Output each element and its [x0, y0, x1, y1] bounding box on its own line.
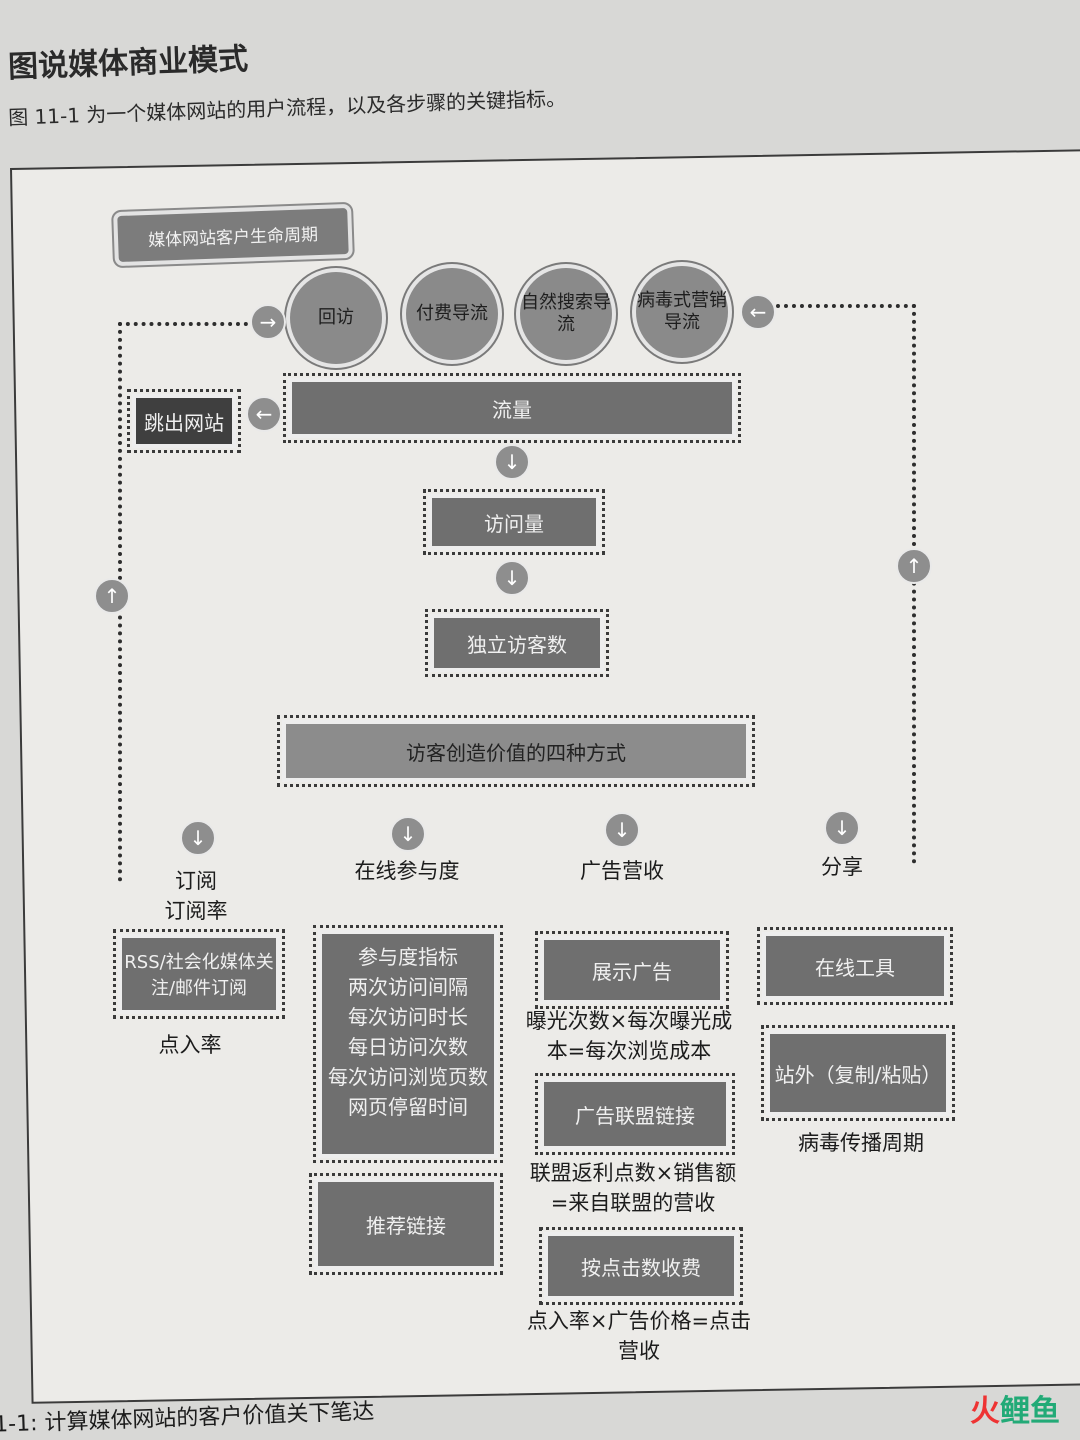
display-ads-box: 展示广告 [535, 931, 729, 1009]
branch-engagement: 在线参与度 [354, 859, 460, 883]
arrow-down-icon: ↓ [494, 444, 530, 480]
pay-per-click-box: 按点击数收费 [539, 1227, 743, 1305]
loop-line-right [912, 304, 916, 864]
source-paid-traffic: 付费导流 [406, 268, 498, 360]
loop-line-top-right [776, 304, 916, 308]
subscribe-rate-label: 订阅率 [164, 899, 228, 923]
lifecycle-header-tag: 媒体网站客户生命周期 [117, 208, 349, 262]
source-return-visit: 回访 [290, 272, 382, 364]
source-organic-search: 自然搜索导流 [520, 268, 612, 360]
affiliate-links-box: 广告联盟链接 [535, 1073, 735, 1155]
arrow-up-icon: ↑ [896, 548, 932, 584]
engagement-metric: 每次访问浏览页数 [328, 1065, 488, 1089]
page-title: 图说媒体商业模式 [7, 41, 249, 86]
branch-subscribe: 订阅 [175, 869, 217, 893]
engagement-metric: 每次访问时长 [348, 1005, 468, 1029]
affiliate-formula: 联盟返利点数×销售额=来自联盟的营收 [529, 1161, 737, 1215]
engagement-title: 参与度指标 [358, 945, 458, 969]
engagement-box: 参与度指标 两次访问间隔 每次访问时长 每日访问次数 每次访问浏览页数 网页停留… [313, 925, 503, 1163]
loop-line-top-left [118, 322, 248, 326]
engagement-metric: 每日访问次数 [348, 1035, 468, 1059]
figure-caption: 图 11-1 为一个媒体网站的用户流程，以及各步骤的关键指标。 [7, 86, 567, 130]
ppc-formula: 点入率×广告价格=点击营收 [526, 1309, 752, 1363]
arrow-down-icon: ↓ [824, 810, 860, 846]
engagement-metric: 两次访问间隔 [348, 975, 468, 999]
arrow-down-icon: ↓ [390, 816, 426, 852]
engagement-metric: 网页停留时间 [348, 1095, 468, 1119]
arrow-down-icon: ↓ [180, 820, 216, 856]
arrow-right-icon: → [250, 304, 286, 340]
arrow-left-icon: ← [740, 294, 776, 330]
arrow-down-icon: ↓ [604, 812, 640, 848]
rss-box: RSS/社会化媒体关注/邮件订阅 [113, 929, 285, 1019]
four-ways-box: 访客创造价值的四种方式 [277, 715, 755, 787]
viral-cycle-label: 病毒传播周期 [798, 1131, 924, 1155]
source-viral-marketing: 病毒式营销导流 [636, 266, 728, 358]
branch-ad-revenue: 广告营收 [580, 859, 664, 883]
arrow-up-icon: ↑ [94, 578, 130, 614]
online-tools-box: 在线工具 [757, 927, 953, 1005]
bounce-box: 跳出网站 [127, 389, 241, 453]
watermark-logo: 火鲤鱼 [970, 1394, 1060, 1429]
visits-box: 访问量 [423, 489, 605, 555]
clickthrough-label: 点入率 [158, 1033, 222, 1057]
arrow-down-icon: ↓ [494, 560, 530, 596]
unique-visitors-box: 独立访客数 [425, 609, 609, 677]
display-ads-formula: 曝光次数×每次曝光成本=每次浏览成本 [525, 1009, 733, 1063]
recommend-links-box: 推荐链接 [309, 1173, 503, 1275]
arrow-left-icon: ← [246, 396, 282, 432]
traffic-bar: 流量 [283, 373, 741, 443]
branch-share: 分享 [821, 855, 863, 879]
offsite-box: 站外（复制/粘贴） [761, 1025, 955, 1121]
